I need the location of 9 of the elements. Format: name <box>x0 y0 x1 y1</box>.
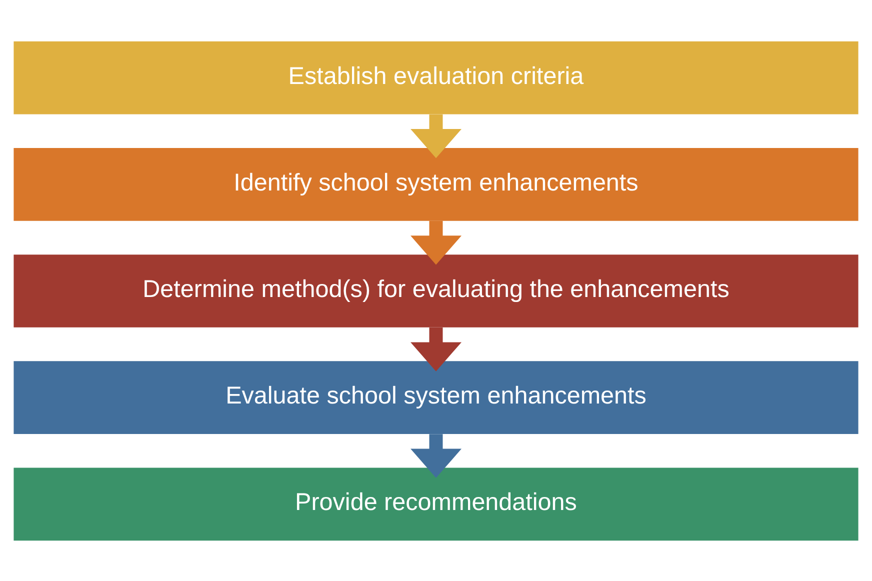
arrow <box>410 220 462 264</box>
arrow <box>410 114 462 158</box>
node-box: Evaluate school system enhancements <box>14 360 858 434</box>
node-box: Determine method(s) for evaluating the enhancements <box>14 254 858 327</box>
node-box: Provide recommendations <box>14 467 858 540</box>
node-box: Identify school system enhancements <box>14 147 858 220</box>
node-box: Establish evaluation criteria <box>14 40 858 114</box>
arrow <box>410 434 462 478</box>
arrow <box>410 327 462 371</box>
